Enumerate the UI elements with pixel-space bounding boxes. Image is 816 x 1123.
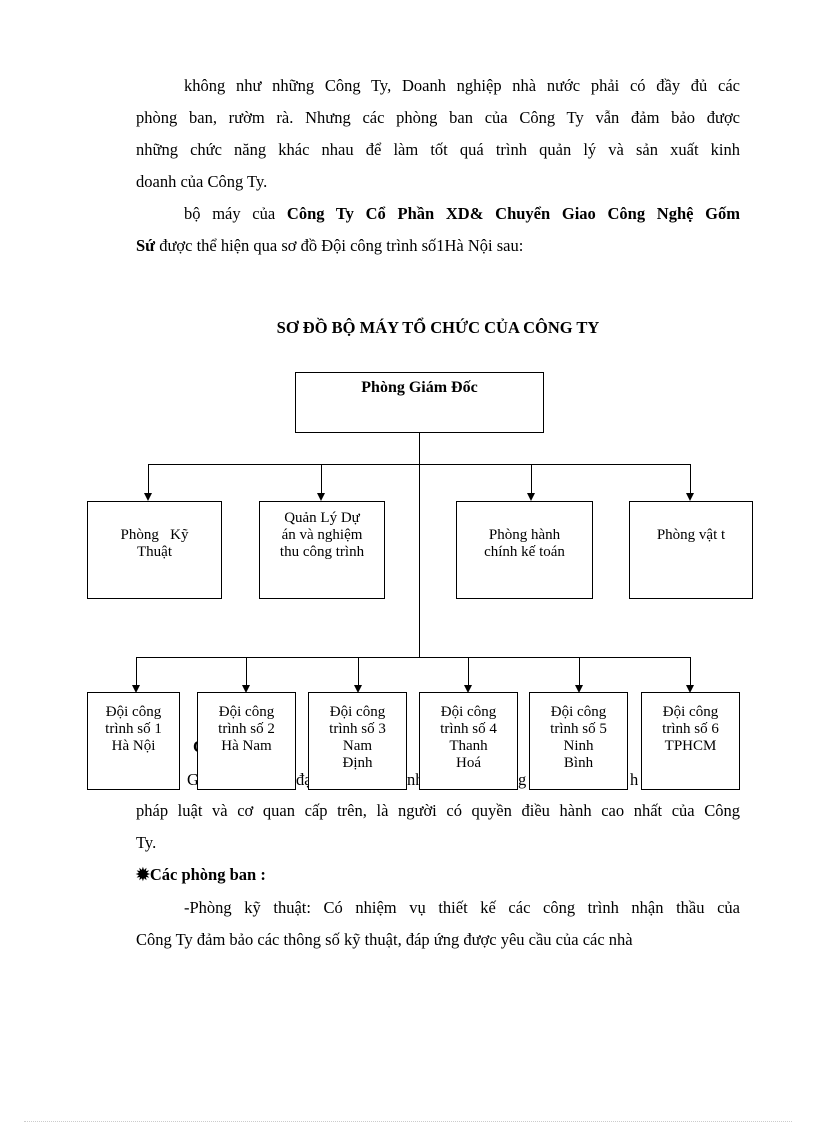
- org-box-line: án và nghiệm: [281, 527, 363, 543]
- paragraph-line: những chức năng khác nhau để làm tốt quá…: [136, 140, 740, 159]
- paragraph-line: Sứ được thể hiện qua sơ đồ Đội công trìn…: [136, 230, 740, 262]
- org-box-line: trình số 3: [329, 721, 386, 737]
- connector-line: [531, 464, 532, 494]
- connector-line: [148, 464, 149, 494]
- arrow-down-icon: [317, 493, 325, 501]
- org-team-box: Đội công trình số 5 Ninh Bình: [529, 692, 628, 790]
- connector-line: [419, 432, 420, 658]
- org-department-box: Phòng Kỹ Thuật: [87, 501, 222, 599]
- arrow-down-icon: [354, 685, 362, 693]
- org-box-line: Phòng Kỹ: [120, 527, 189, 543]
- org-box-line: trình số 5: [550, 721, 607, 737]
- connector-line: [136, 657, 691, 658]
- connector-line: [246, 657, 247, 685]
- org-box-line: Nam: [342, 738, 373, 754]
- connector-line: [148, 464, 691, 465]
- org-box-line: Đội công: [440, 704, 497, 720]
- paragraph-line: bộ máy của Công Ty Cổ Phần XD& Chuyển Gi…: [136, 198, 740, 230]
- org-team-box: Đội công trình số 3 Nam Định: [308, 692, 407, 790]
- org-department-box: Quản Lý Dự án và nghiệm thu công trình: [259, 501, 385, 599]
- org-team-box: Đội công trình số 4 Thanh Hoá: [419, 692, 518, 790]
- bullet-star-icon: ✹: [136, 865, 150, 884]
- org-box-line: Thanh: [449, 738, 488, 754]
- org-box-line: trình số 4: [440, 721, 497, 737]
- connector-line: [690, 657, 691, 685]
- org-box-line: Đội công: [550, 704, 607, 720]
- paragraph-line: Ty.: [136, 833, 157, 852]
- hidden-text-fragment: h: [630, 770, 639, 789]
- connector-line: [690, 464, 691, 494]
- paragraph-text: bộ máy của: [184, 204, 287, 223]
- section-heading: ✹Các phòng ban :: [136, 859, 740, 891]
- org-box-line: chính kế toán: [484, 544, 565, 560]
- org-box-line: trình số 1: [105, 721, 162, 737]
- org-team-box: Đội công trình số 2 Hà Nam: [197, 692, 296, 790]
- org-team-box: Đội công trình số 1 Hà Nội: [87, 692, 180, 790]
- company-name: Sứ: [136, 236, 156, 255]
- connector-line: [468, 657, 469, 685]
- page-bottom-border: [24, 1121, 792, 1122]
- arrow-down-icon: [686, 493, 694, 501]
- arrow-down-icon: [575, 685, 583, 693]
- paragraph-line: doanh của Công Ty.: [136, 172, 268, 191]
- org-department-box: Phòng hành chính kế toán: [456, 501, 593, 599]
- arrow-down-icon: [144, 493, 152, 501]
- org-box-line: Bình: [563, 755, 594, 771]
- org-box-line: Đội công: [662, 704, 719, 720]
- org-box-line: Định: [342, 755, 373, 771]
- connector-line: [579, 657, 580, 685]
- org-department-box: Phòng vật t: [629, 501, 753, 599]
- arrow-down-icon: [527, 493, 535, 501]
- connector-line: [358, 657, 359, 685]
- paragraph-line: -Phòng kỹ thuật: Có nhiệm vụ thiết kế cá…: [184, 898, 740, 917]
- org-box-line: Ninh: [563, 738, 594, 754]
- org-box-line: Hà Nam: [221, 738, 272, 754]
- arrow-down-icon: [132, 685, 140, 693]
- org-box-line: TPHCM: [664, 738, 717, 754]
- paragraph-text: được thể hiện qua sơ đồ Đội công trình s…: [155, 236, 524, 255]
- company-name: Công Ty Cổ Phần XD& Chuyển Giao Công Ngh…: [286, 204, 740, 223]
- arrow-down-icon: [686, 685, 694, 693]
- org-box-line: trình số 2: [218, 721, 275, 737]
- arrow-down-icon: [464, 685, 472, 693]
- org-box-line: Đội công: [105, 704, 162, 720]
- org-root-box: Phòng Giám Đốc: [295, 372, 544, 433]
- org-box-line: Phòng vật t: [656, 527, 726, 543]
- org-box-line: Thuật: [137, 544, 172, 560]
- section-heading-text: Các phòng ban :: [149, 865, 266, 884]
- paragraph-line: pháp luật và cơ quan cấp trên, là người …: [136, 801, 740, 820]
- hidden-text-fragment: đạ: [296, 770, 312, 789]
- org-box-line: Đội công: [218, 704, 275, 720]
- org-team-box: Đội công trình số 6 TPHCM: [641, 692, 740, 790]
- paragraph-line: phòng ban, rườm rà. Nhưng các phòng ban …: [136, 108, 740, 127]
- paragraph-line: không như những Công Ty, Doanh nghiệp nh…: [184, 76, 740, 95]
- chart-title: SƠ ĐỒ BỘ MÁY TỔ CHỨC CỦA CÔNG TY: [276, 318, 600, 337]
- org-box-line: Phòng hành: [488, 527, 561, 543]
- arrow-down-icon: [242, 685, 250, 693]
- org-box-line: Đội công: [329, 704, 386, 720]
- hidden-text-fragment: G: [187, 770, 199, 789]
- connector-line: [321, 464, 322, 494]
- org-box-line: thu công trình: [279, 544, 365, 560]
- paragraph-line: Công Ty đảm bảo các thông số kỹ thuật, đ…: [136, 930, 633, 949]
- org-box-line: Hoá: [456, 755, 481, 771]
- connector-line: [136, 657, 137, 685]
- org-box-line: trình số 6: [662, 721, 719, 737]
- org-root-label: Phòng Giám Đốc: [361, 379, 478, 396]
- hidden-text-fragment: g: [518, 770, 527, 789]
- org-box-line: Hà Nội: [111, 738, 156, 754]
- org-box-line: Quản Lý Dự: [284, 510, 360, 526]
